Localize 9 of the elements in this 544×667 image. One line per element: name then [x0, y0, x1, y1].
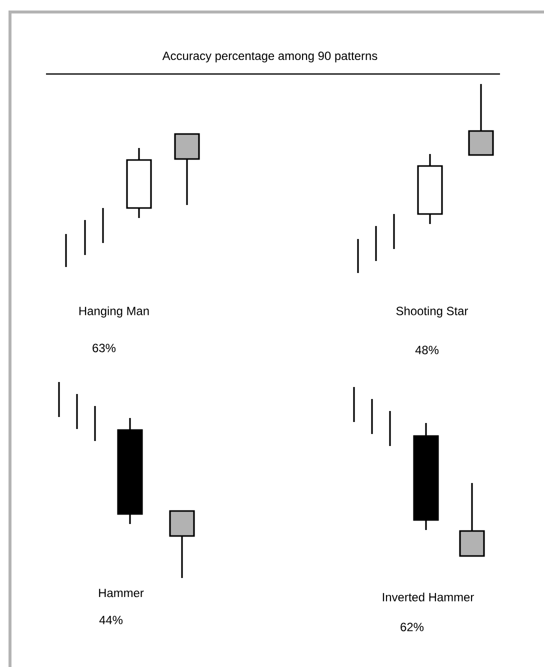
- percentage-label: 48%: [415, 346, 439, 354]
- percentage-label: 63%: [92, 344, 116, 352]
- pattern-label: Inverted Hammer: [382, 592, 474, 602]
- pattern-label: Hammer: [99, 588, 144, 598]
- percentage-label: 44%: [99, 616, 123, 624]
- pattern-label: Shooting Star: [396, 306, 468, 318]
- title: Accuracy percentage among 90 patterns: [162, 52, 378, 62]
- percentage-label: 62%: [400, 622, 424, 632]
- pattern-label: Hanging Man: [79, 306, 149, 318]
